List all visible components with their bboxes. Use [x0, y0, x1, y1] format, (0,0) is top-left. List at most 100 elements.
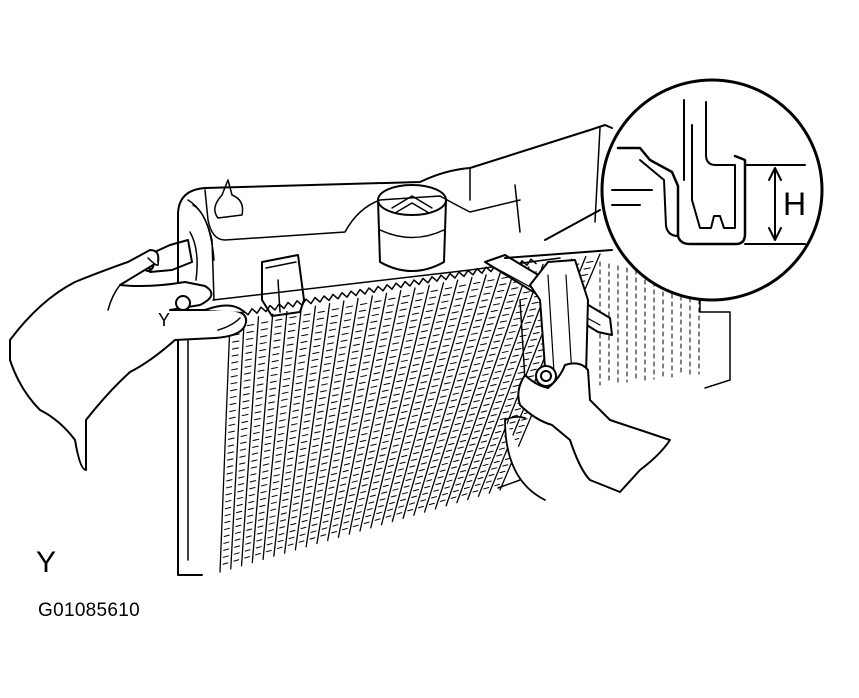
core-fin: [254, 411, 262, 414]
core-fin: [396, 380, 404, 383]
core-fin: [407, 383, 415, 387]
core-fin: [255, 552, 261, 556]
core-fin: [423, 411, 431, 415]
core-fin: [243, 379, 251, 382]
core-fin: [476, 423, 483, 426]
core-fin: [328, 486, 335, 489]
core-fin: [458, 284, 467, 287]
core-fin: [222, 555, 229, 558]
core-fin: [420, 381, 428, 384]
core-fin: [247, 507, 254, 511]
core-fin: [348, 370, 356, 374]
core-fin: [265, 549, 272, 553]
core-fin: [469, 295, 477, 298]
core-fin: [440, 432, 447, 435]
core-fin: [256, 532, 263, 535]
core-fin: [377, 351, 385, 355]
core-fin: [382, 484, 389, 488]
core-fin: [355, 402, 362, 405]
core-fin: [481, 299, 489, 302]
core-fin: [494, 483, 501, 487]
core-fin: [433, 489, 440, 492]
core-fin: [397, 424, 405, 427]
core-fin: [389, 457, 396, 461]
core-fin: [459, 439, 467, 443]
core-fin: [469, 443, 476, 446]
core-fin: [257, 525, 264, 528]
core-fin: [368, 450, 376, 453]
core-fin: [348, 435, 356, 439]
core-fin: [251, 459, 258, 462]
core-fin: [391, 451, 398, 454]
core-fin: [472, 490, 479, 493]
core-fin: [246, 521, 253, 524]
core-fin: [258, 355, 266, 359]
core-fin: [453, 304, 461, 307]
core-fin: [303, 506, 310, 509]
core-fin: [530, 368, 537, 371]
core-fin: [416, 292, 424, 295]
core-fin: [511, 324, 519, 327]
core-fin: [312, 351, 320, 355]
core-fin: [277, 432, 285, 436]
core-fin: [411, 312, 420, 315]
core-fin: [440, 395, 447, 398]
core-fin: [322, 369, 330, 372]
core-fin: [469, 376, 477, 379]
core-fin: [352, 524, 359, 528]
core-fin: [233, 552, 240, 555]
core-fin: [442, 388, 449, 392]
core-fin: [367, 457, 374, 460]
core-fin: [302, 513, 309, 516]
core-fin: [244, 365, 252, 368]
core-fin: [312, 444, 319, 448]
core-fin: [263, 449, 271, 452]
core-fin: [245, 344, 253, 347]
core-fin: [385, 515, 392, 518]
core-fin: [317, 482, 325, 486]
core-fin: [326, 500, 333, 503]
core-fin: [429, 347, 437, 350]
core-fin: [443, 293, 451, 297]
core-fin: [281, 398, 288, 401]
core-fin: [234, 545, 241, 548]
core-fin: [414, 482, 422, 485]
core-fin: [311, 451, 318, 454]
core-fin: [237, 483, 245, 486]
core-fin: [223, 534, 230, 538]
core-fin: [334, 380, 341, 383]
core-fin: [444, 287, 453, 290]
core-fin: [249, 487, 256, 490]
core-fin: [413, 407, 420, 411]
core-fin: [505, 374, 512, 377]
core-fin: [484, 329, 492, 333]
core-fin: [485, 480, 492, 483]
core-fin: [278, 419, 286, 422]
core-fin: [255, 546, 262, 549]
core-fin: [458, 409, 466, 412]
core-fin: [329, 479, 336, 483]
core-fin: [227, 444, 235, 447]
core-fin: [346, 507, 353, 510]
core-fin: [355, 511, 362, 514]
core-fin: [253, 431, 260, 435]
core-fin: [381, 491, 388, 494]
core-fin: [345, 384, 353, 387]
core-fin: [402, 448, 410, 451]
core-fin: [353, 408, 361, 412]
core-fin: [501, 350, 509, 354]
core-fin: [286, 343, 294, 346]
core-fin: [402, 404, 410, 407]
core-fin: [387, 420, 394, 423]
core-fin: [310, 530, 317, 533]
core-fin: [416, 475, 423, 478]
core-fin: [388, 501, 395, 505]
core-fin: [371, 313, 379, 317]
core-fin: [466, 480, 473, 483]
core-fin: [336, 503, 343, 507]
core-fin: [260, 328, 268, 331]
core-fin: [390, 349, 398, 352]
core-fin: [348, 493, 355, 497]
core-fin: [371, 436, 379, 440]
core-fin: [229, 395, 237, 399]
